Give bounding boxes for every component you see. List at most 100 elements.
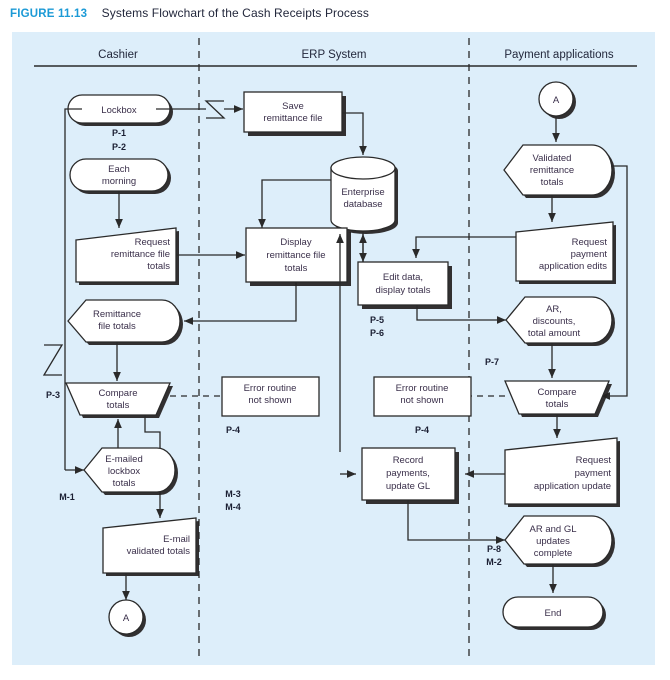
node-enterprise-database-label-1: Enterprise [341, 187, 384, 198]
node-request-pa-edits-label-3: application edits [539, 261, 607, 272]
node-request-pa-edits-label-1: Request [572, 237, 608, 248]
node-compare-totals-cashier[interactable]: Compare totals [65, 382, 173, 418]
node-record-payments-update-gl[interactable]: Record payments, update GL [361, 447, 459, 504]
node-validated-remittance-label-2: remittance [530, 165, 574, 176]
node-error-routine-left[interactable]: Error routine not shown [221, 376, 320, 417]
node-request-rft-label-3: totals [147, 261, 170, 272]
node-remittance-file-totals-label-1: Remittance [93, 309, 141, 320]
node-lockbox-label: Lockbox [101, 105, 137, 116]
ref-m4: M-4 [225, 502, 241, 512]
ref-p7: P-7 [485, 357, 499, 367]
node-display-rft-label-2: remittance file [266, 250, 325, 261]
node-ar-discounts-label-1: AR, [546, 304, 562, 315]
node-email-validated-label-1: E-mail [163, 534, 190, 545]
node-request-pa-update-label-3: application update [534, 481, 611, 492]
node-error-routine-left-label-1: Error routine [244, 383, 297, 394]
node-ar-gl-complete-label-3: complete [534, 548, 573, 559]
node-edit-data-display-totals[interactable]: Edit data, display totals [357, 261, 452, 309]
node-request-payment-application-update[interactable]: Request payment application update [504, 437, 620, 507]
node-record-payments-label-1: Record [393, 455, 424, 466]
node-compare-totals-payapps-label-1: Compare [537, 387, 576, 398]
node-request-remittance-file-totals[interactable]: Request remittance file totals [75, 227, 179, 285]
ref-m2: M-2 [486, 557, 502, 567]
figure-title: Systems Flowchart of the Cash Receipts P… [101, 6, 370, 20]
column-header-cashier: Cashier [98, 49, 138, 61]
node-validated-remittance-totals[interactable]: Validated remittance totals [503, 144, 615, 198]
figure-number: FIGURE 11.13 [10, 8, 88, 20]
node-compare-totals-cashier-label-2: totals [107, 400, 130, 411]
node-error-routine-right-label-1: Error routine [396, 383, 449, 394]
node-request-pa-update-label-2: payment [575, 468, 612, 479]
column-header-erp-system: ERP System [302, 49, 367, 61]
node-compare-totals-payapps[interactable]: Compare totals [504, 380, 612, 417]
node-save-remittance-label-2: remittance file [263, 113, 322, 124]
flow-record-payments-to-ar-gl-complete [407, 500, 505, 544]
node-email-validated-totals[interactable]: E-mail validated totals [102, 517, 199, 576]
node-enterprise-database-label-2: database [343, 199, 382, 210]
node-end[interactable]: End [502, 596, 606, 630]
node-emailed-lockbox-label-3: totals [113, 478, 136, 489]
node-error-routine-right[interactable]: Error routine not shown [373, 376, 472, 417]
node-validated-remittance-label-1: Validated [533, 153, 572, 164]
node-error-routine-left-label-2: not shown [248, 395, 291, 406]
node-each-morning-label-2: morning [102, 176, 136, 187]
node-request-rft-label-2: remittance file [111, 249, 170, 260]
figure-caption: FIGURE 11.13 Systems Flowchart of the Ca… [10, 4, 660, 24]
jump-symbol-left-line [42, 344, 64, 376]
node-validated-remittance-label-3: totals [541, 177, 564, 188]
node-lockbox[interactable]: Lockbox [67, 94, 173, 126]
node-remittance-file-totals-label-2: file totals [98, 321, 136, 332]
node-edit-data-label-1: Edit data, [383, 272, 423, 283]
column-header-payment-applications: Payment applications [504, 49, 614, 61]
node-display-rft-label-3: totals [285, 263, 308, 274]
node-connector-a-out-label: A [123, 613, 130, 624]
node-connector-a-in-label: A [553, 95, 560, 106]
flow-database-to-display [258, 179, 331, 228]
flow-save-to-database [342, 112, 367, 155]
node-ar-discounts-label-3: total amount [528, 328, 581, 339]
ref-p6: P-6 [370, 328, 384, 338]
flow-edit-data-to-ar-discounts [416, 305, 506, 324]
flow-validated-to-compare-payapps [601, 165, 628, 400]
node-connector-a-in[interactable]: A [538, 81, 576, 119]
node-ar-discounts-label-2: discounts, [533, 316, 576, 327]
node-each-morning-label-1: Each [108, 164, 130, 175]
node-compare-totals-payapps-label-2: totals [546, 399, 569, 410]
ref-p4b: P-4 [415, 425, 429, 435]
node-emailed-lockbox-label-1: E-mailed [105, 454, 143, 465]
node-display-remittance-file-totals[interactable]: Display remittance file totals [245, 227, 351, 286]
node-request-payment-application-edits[interactable]: Request payment application edits [515, 221, 616, 284]
node-remittance-file-totals[interactable]: Remittance file totals [67, 299, 183, 345]
node-save-remittance-label-1: Save [282, 101, 304, 112]
node-record-payments-label-3: update GL [386, 481, 430, 492]
node-ar-gl-complete-label-2: updates [536, 536, 570, 547]
node-display-rft-label-1: Display [280, 237, 311, 248]
node-error-routine-right-label-2: not shown [400, 395, 443, 406]
node-ar-discounts-total-amount[interactable]: AR, discounts, total amount [505, 296, 615, 346]
node-connector-a-out[interactable]: A [108, 599, 146, 637]
jump-symbol-lockbox [204, 100, 226, 119]
node-ar-and-gl-updates-complete[interactable]: AR and GL updates complete [504, 515, 615, 567]
node-edit-data-label-2: display totals [376, 285, 431, 296]
ref-p4a: P-4 [226, 425, 240, 435]
ref-p5: P-5 [370, 315, 384, 325]
node-ar-gl-complete-label-1: AR and GL [530, 524, 577, 535]
node-each-morning[interactable]: Each morning [69, 158, 171, 194]
node-save-remittance-file[interactable]: Save remittance file [243, 91, 346, 136]
ref-m3: M-3 [225, 489, 241, 499]
flow-lockbox-to-emailed-left [64, 108, 82, 470]
ref-p8: P-8 [487, 544, 501, 554]
ref-m1: M-1 [59, 492, 75, 502]
ref-p3: P-3 [46, 390, 60, 400]
node-emailed-lockbox-label-2: lockbox [108, 466, 140, 477]
ref-p1: P-1 [112, 128, 126, 138]
flow-display-to-remittance-totals [184, 282, 297, 325]
node-request-rft-label-1: Request [135, 237, 171, 248]
node-end-label: End [545, 608, 562, 619]
node-compare-totals-cashier-label-1: Compare [98, 388, 137, 399]
node-email-validated-label-2: validated totals [127, 546, 191, 557]
node-request-pa-update-label-1: Request [576, 455, 612, 466]
node-enterprise-database[interactable]: Enterprise database [330, 156, 398, 234]
node-emailed-lockbox-totals[interactable]: E-mailed lockbox totals [83, 447, 178, 495]
